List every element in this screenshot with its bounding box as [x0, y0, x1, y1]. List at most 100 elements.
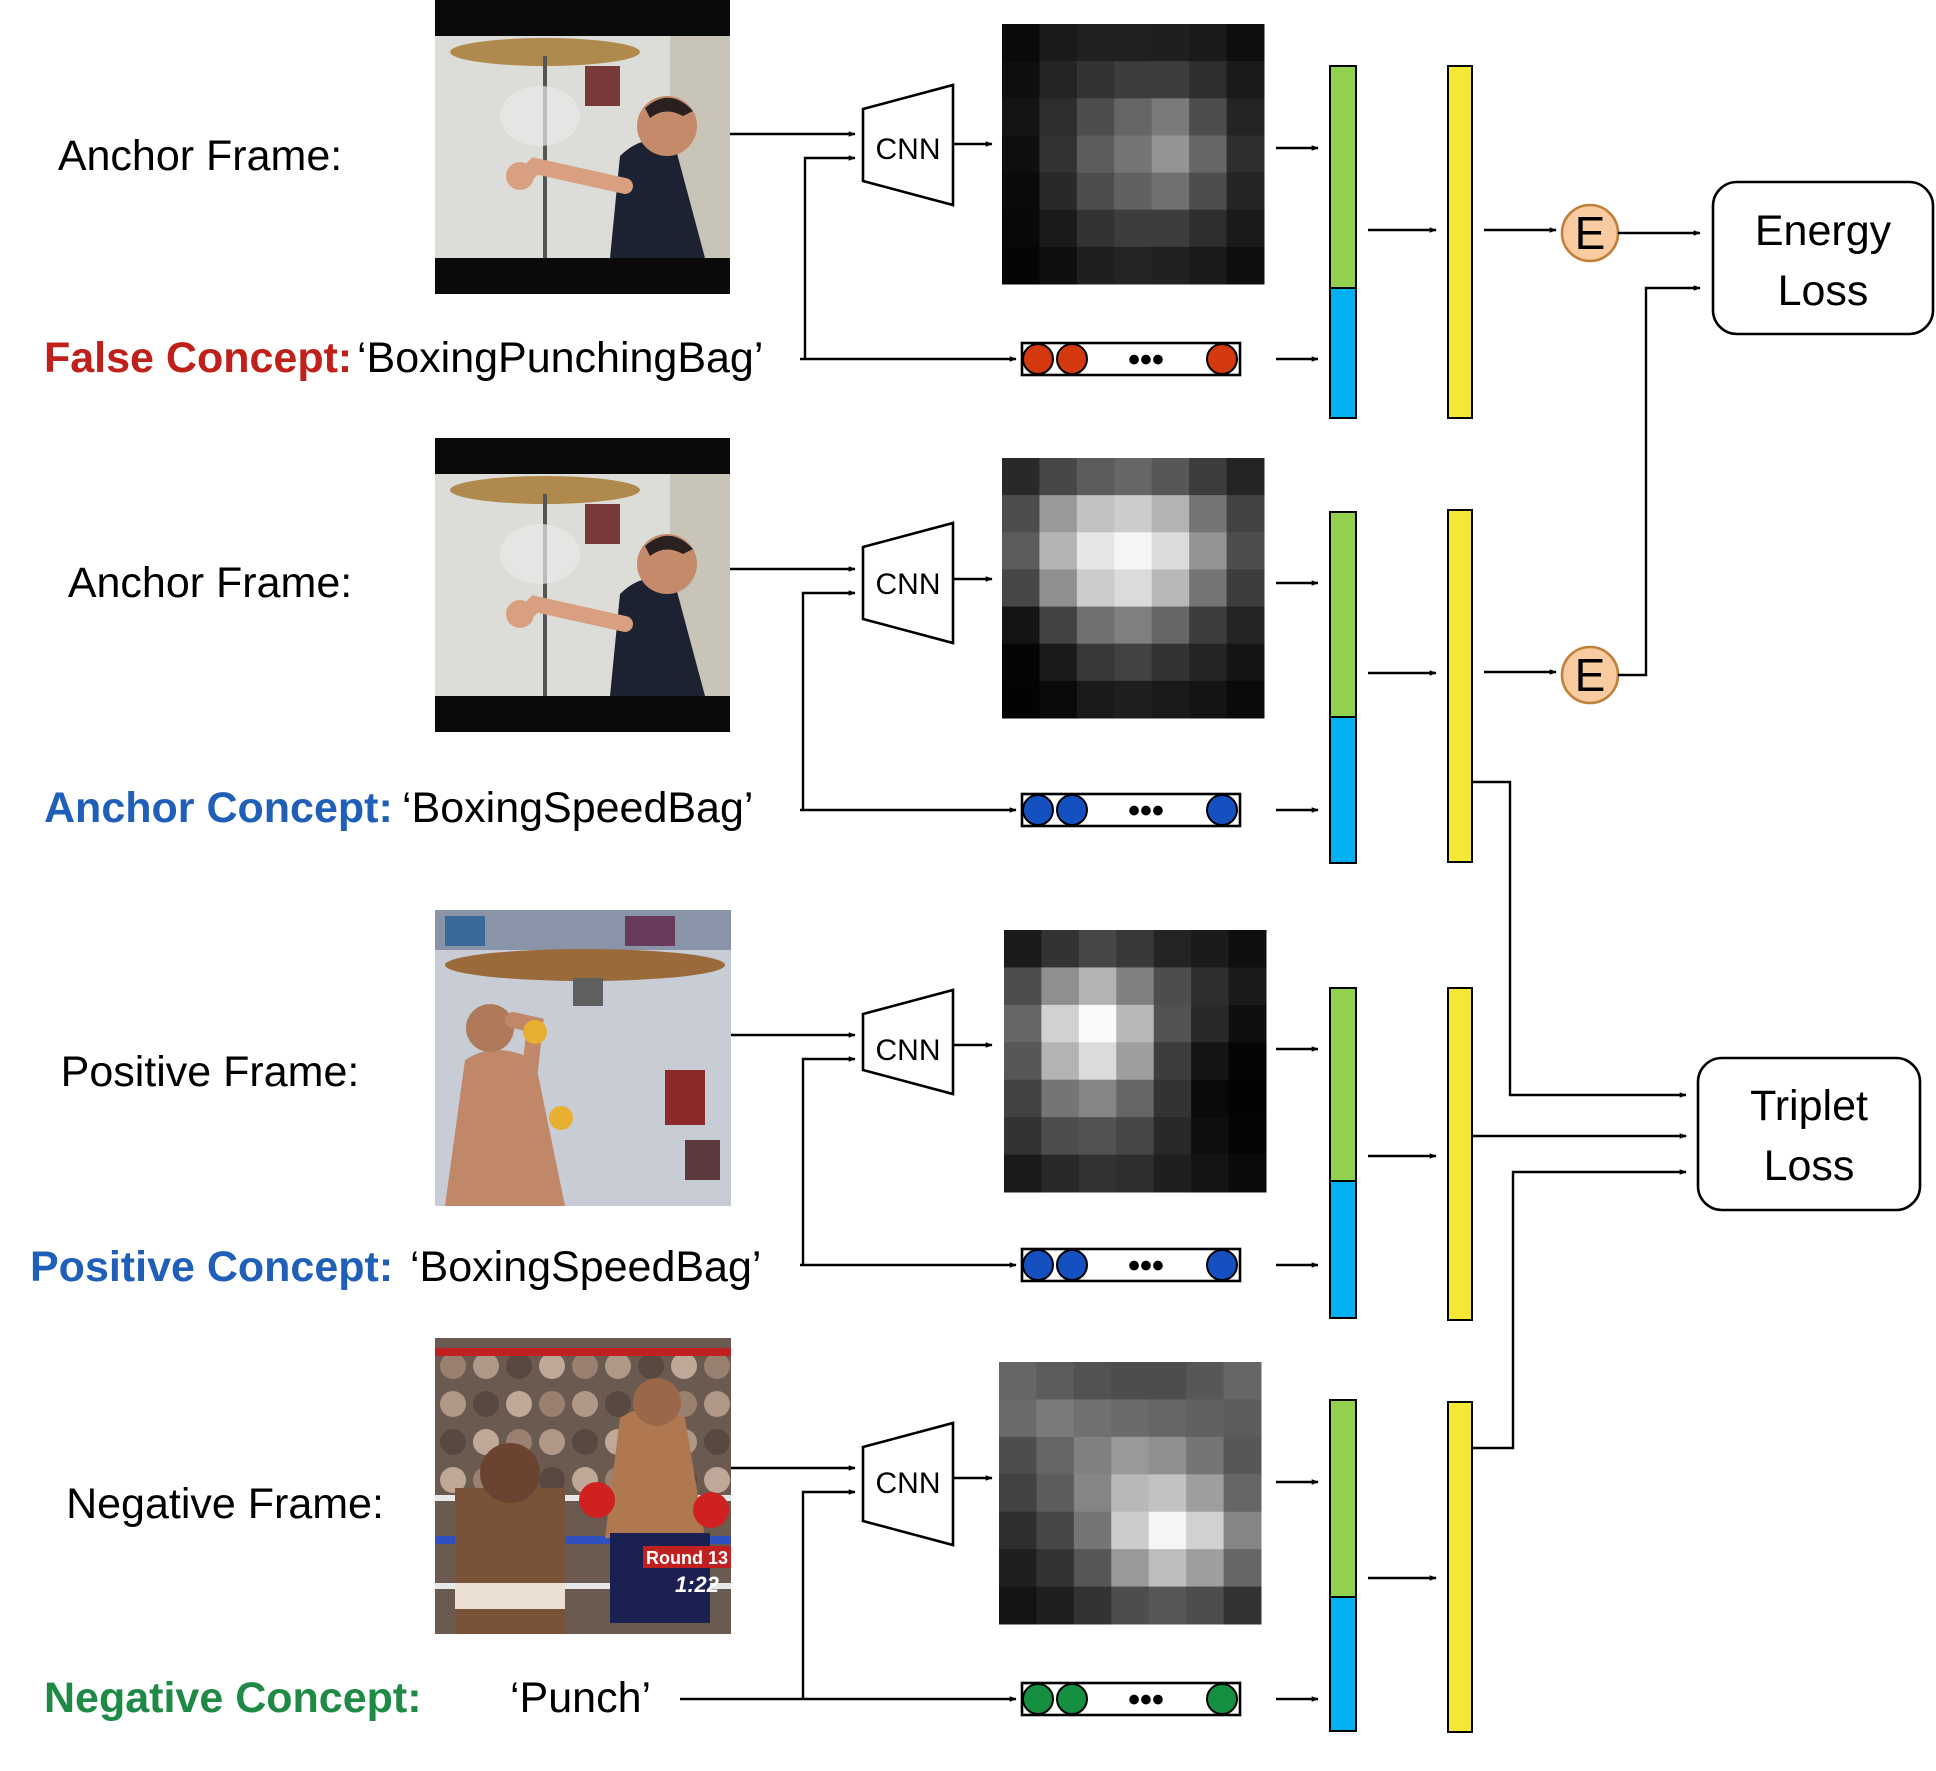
heatmap-cell	[1041, 1079, 1080, 1118]
visual-feature-bar	[1329, 1399, 1357, 1598]
heatmap-cell	[1111, 1586, 1150, 1625]
heatmap-cell	[1191, 1117, 1230, 1156]
heatmap-cell	[1153, 1117, 1192, 1156]
heatmap-cell	[1226, 680, 1265, 719]
heatmap-cell	[1004, 930, 1042, 968]
heatmap-cell	[1111, 1511, 1150, 1550]
heatmap-cell	[1223, 1474, 1262, 1513]
speedbag-platform	[450, 476, 640, 504]
heatmap-cell	[1114, 209, 1153, 248]
crowd-face	[506, 1353, 532, 1379]
heatmap-cell	[999, 1362, 1037, 1400]
heatmap-cell	[1039, 98, 1078, 136]
speedbag-blur	[500, 524, 580, 584]
heatmap-cell	[1004, 1042, 1042, 1081]
heatmap-cell	[1189, 61, 1228, 99]
heatmap-cell	[1002, 606, 1040, 645]
crowd-face	[572, 1391, 598, 1417]
crowd-face	[440, 1353, 466, 1379]
boxer-back-head	[480, 1443, 540, 1503]
crowd-face	[440, 1429, 466, 1455]
poster	[585, 66, 620, 106]
heatmap-cell	[1151, 24, 1190, 62]
crowd-face	[605, 1391, 631, 1417]
heatmap-cell	[999, 1474, 1037, 1513]
visual-feature-bar	[1329, 511, 1357, 718]
speedbag-blur	[500, 86, 580, 146]
heatmap-cell	[1036, 1511, 1075, 1550]
heatmap-cell	[1078, 1079, 1117, 1118]
heatmap-cell	[1039, 172, 1078, 211]
heatmap-cell	[1078, 1117, 1117, 1156]
crowd-face	[704, 1429, 730, 1455]
heatmap-cell	[1226, 606, 1265, 645]
heatmap-cell	[1226, 569, 1265, 608]
heatmap-cell	[1076, 643, 1115, 682]
heatmap-cell	[1076, 680, 1115, 719]
heatmap-cell	[1002, 246, 1040, 285]
man-hair	[645, 97, 693, 118]
row-2: Anchor Frame:Anchor Concept:‘BoxingSpeed…	[44, 438, 1620, 864]
heatmap-cell	[1114, 569, 1153, 608]
heatmap-cell	[1226, 135, 1265, 174]
heatmap-cell	[1116, 1154, 1155, 1193]
embedding-dot	[1022, 794, 1054, 826]
heatmap-cell	[1153, 1079, 1192, 1118]
concept-feature-bar	[1329, 287, 1357, 419]
crowd-face	[704, 1467, 730, 1493]
heatmap-cell	[1073, 1549, 1112, 1588]
heatmap-cell	[1002, 24, 1040, 62]
embedding-dot	[1206, 1249, 1238, 1281]
heatmap-cell	[1191, 1042, 1230, 1081]
heatmap-cell	[1226, 61, 1265, 99]
frame-label: Anchor Frame:	[58, 132, 342, 180]
heatmap-cell	[1228, 1117, 1267, 1156]
energy-loss-label: Energy	[1755, 207, 1892, 255]
heatmap-cell	[1041, 930, 1080, 968]
heatmap-cell	[1226, 172, 1265, 211]
heatmap-cell	[1191, 1079, 1230, 1118]
concept-key-label: Negative Concept:	[44, 1674, 422, 1722]
cnn-label: CNN	[876, 1467, 941, 1500]
visual-feature-bar	[1329, 987, 1357, 1182]
cnn-block	[861, 83, 955, 207]
crowd-face	[506, 1391, 532, 1417]
crowd-face	[440, 1391, 466, 1417]
heatmap-cell	[1151, 135, 1190, 174]
heatmap-cell	[1186, 1586, 1225, 1625]
heatmap-cell	[1002, 680, 1040, 719]
heatmap-cell	[1114, 458, 1153, 496]
heatmap-cell	[1114, 61, 1153, 99]
cnn-label: CNN	[876, 133, 941, 166]
triplet-loss-label: Triplet	[1750, 1082, 1868, 1130]
heatmap-cell	[1186, 1362, 1225, 1400]
heatmap-cell	[1223, 1436, 1262, 1475]
heatmap-cell	[1114, 532, 1153, 570]
crowd-face	[473, 1391, 499, 1417]
embedding-dot	[1206, 794, 1238, 826]
heatmap-cell	[1111, 1549, 1150, 1588]
heatmap-cell	[1002, 98, 1040, 136]
heatmap-cell	[1076, 606, 1115, 645]
row-4: Negative Frame:Negative Concept:‘Punch’R…	[44, 1338, 1473, 1733]
crowd-face	[473, 1429, 499, 1455]
embedding-dot	[1056, 794, 1088, 826]
heatmap-cell	[1228, 1079, 1267, 1118]
boxer-back-shorts	[455, 1583, 565, 1609]
heatmap-cell	[1036, 1474, 1075, 1513]
frame-label: Anchor Frame:	[68, 559, 352, 607]
man-torso	[445, 1050, 565, 1206]
heatmap-cell	[1189, 643, 1228, 682]
crowd-face	[704, 1353, 730, 1379]
heatmap-cell	[1153, 930, 1192, 968]
energy-node-label: E	[1575, 207, 1606, 259]
heatmap-cell	[1002, 172, 1040, 211]
heatmap-cell	[1111, 1474, 1150, 1513]
glove	[549, 1106, 573, 1130]
heatmap-cell	[1076, 172, 1115, 211]
attention-heatmap	[999, 1362, 1262, 1625]
joint-feature-bar	[1447, 65, 1473, 419]
heatmap-cell	[1076, 209, 1115, 248]
heatmap-cell	[1151, 98, 1190, 136]
